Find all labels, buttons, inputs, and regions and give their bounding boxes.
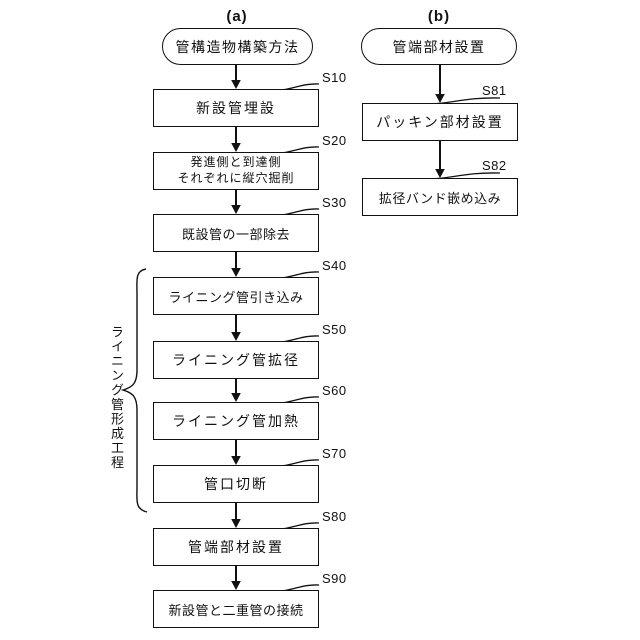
- step-box-s10: 新設管埋設: [153, 89, 319, 127]
- arrow-down-icon: [231, 519, 241, 528]
- step-id-s81: S81: [482, 83, 507, 98]
- step-id-s40: S40: [322, 258, 347, 273]
- step-box-s40: ライニング管引き込み: [153, 277, 319, 315]
- step-id-s90: S90: [322, 571, 347, 586]
- step-id-s30: S30: [322, 195, 347, 210]
- arrow-down-icon: [231, 143, 241, 152]
- step-id-s80: S80: [322, 509, 347, 524]
- step-text-s50: ライニング管拡径: [172, 352, 300, 368]
- arrow-down-icon: [231, 80, 241, 89]
- column-b-label: (b): [427, 8, 451, 25]
- step-id-s60: S60: [322, 383, 347, 398]
- step-box-s70: 管口切断: [153, 465, 319, 503]
- arrow-down-icon: [435, 94, 445, 103]
- flow-arrows-column-a: [231, 65, 241, 590]
- step-text-s81: パッキン部材設置: [376, 114, 504, 130]
- arrow-down-icon: [231, 332, 241, 341]
- arrow-down-icon: [231, 268, 241, 277]
- step-text-s10: 新設管埋設: [196, 100, 276, 116]
- step-text-s70: 管口切断: [204, 476, 268, 492]
- brace-label: ライニング管形成工程: [109, 324, 124, 470]
- arrow-down-icon: [231, 393, 241, 402]
- step-text-s90: 新設管と二重管の接続: [168, 602, 304, 618]
- step-box-s60: ライニング管加熱: [153, 402, 319, 440]
- step-id-s20: S20: [322, 133, 347, 148]
- step-text-s30: 既設管の一部除去: [181, 226, 290, 242]
- arrow-down-icon: [231, 456, 241, 465]
- start-terminator-b-text: 管端部材設置: [392, 38, 486, 55]
- start-terminator-a: 管構造物構築方法: [162, 28, 313, 65]
- step-text-s40: ライニング管引き込み: [168, 289, 304, 305]
- arrow-down-icon: [435, 169, 445, 178]
- step-id-s82: S82: [482, 158, 507, 173]
- step-box-s90: 新設管と二重管の接続: [153, 590, 319, 628]
- step-box-s80: 管端部材設置: [153, 528, 319, 566]
- step-text-s20: 発進側と到達側 それぞれに縦穴掘削: [177, 155, 295, 185]
- start-terminator-a-text: 管構造物構築方法: [175, 38, 300, 55]
- step-box-s30: 既設管の一部除去: [153, 214, 319, 252]
- step-id-s50: S50: [322, 322, 347, 337]
- process-group-brace: [120, 268, 148, 513]
- start-terminator-b: 管端部材設置: [361, 28, 517, 65]
- step-text-s60: ライニング管加熱: [172, 413, 300, 429]
- arrow-down-icon: [231, 581, 241, 590]
- step-box-s50: ライニング管拡径: [153, 341, 319, 379]
- step-text-s82: 拡径バンド嵌め込み: [378, 190, 502, 206]
- flow-arrows-column-b: [435, 65, 445, 178]
- step-box-s82: 拡径バンド嵌め込み: [362, 178, 518, 216]
- step-box-s20: 発進側と到達側 それぞれに縦穴掘削: [153, 152, 319, 190]
- step-text-s80: 管端部材設置: [188, 539, 284, 555]
- step-id-s70: S70: [322, 446, 347, 461]
- step-box-s81: パッキン部材設置: [362, 103, 518, 141]
- arrow-down-icon: [231, 205, 241, 214]
- step-id-s10: S10: [322, 70, 347, 85]
- column-a-label: (a): [226, 8, 248, 25]
